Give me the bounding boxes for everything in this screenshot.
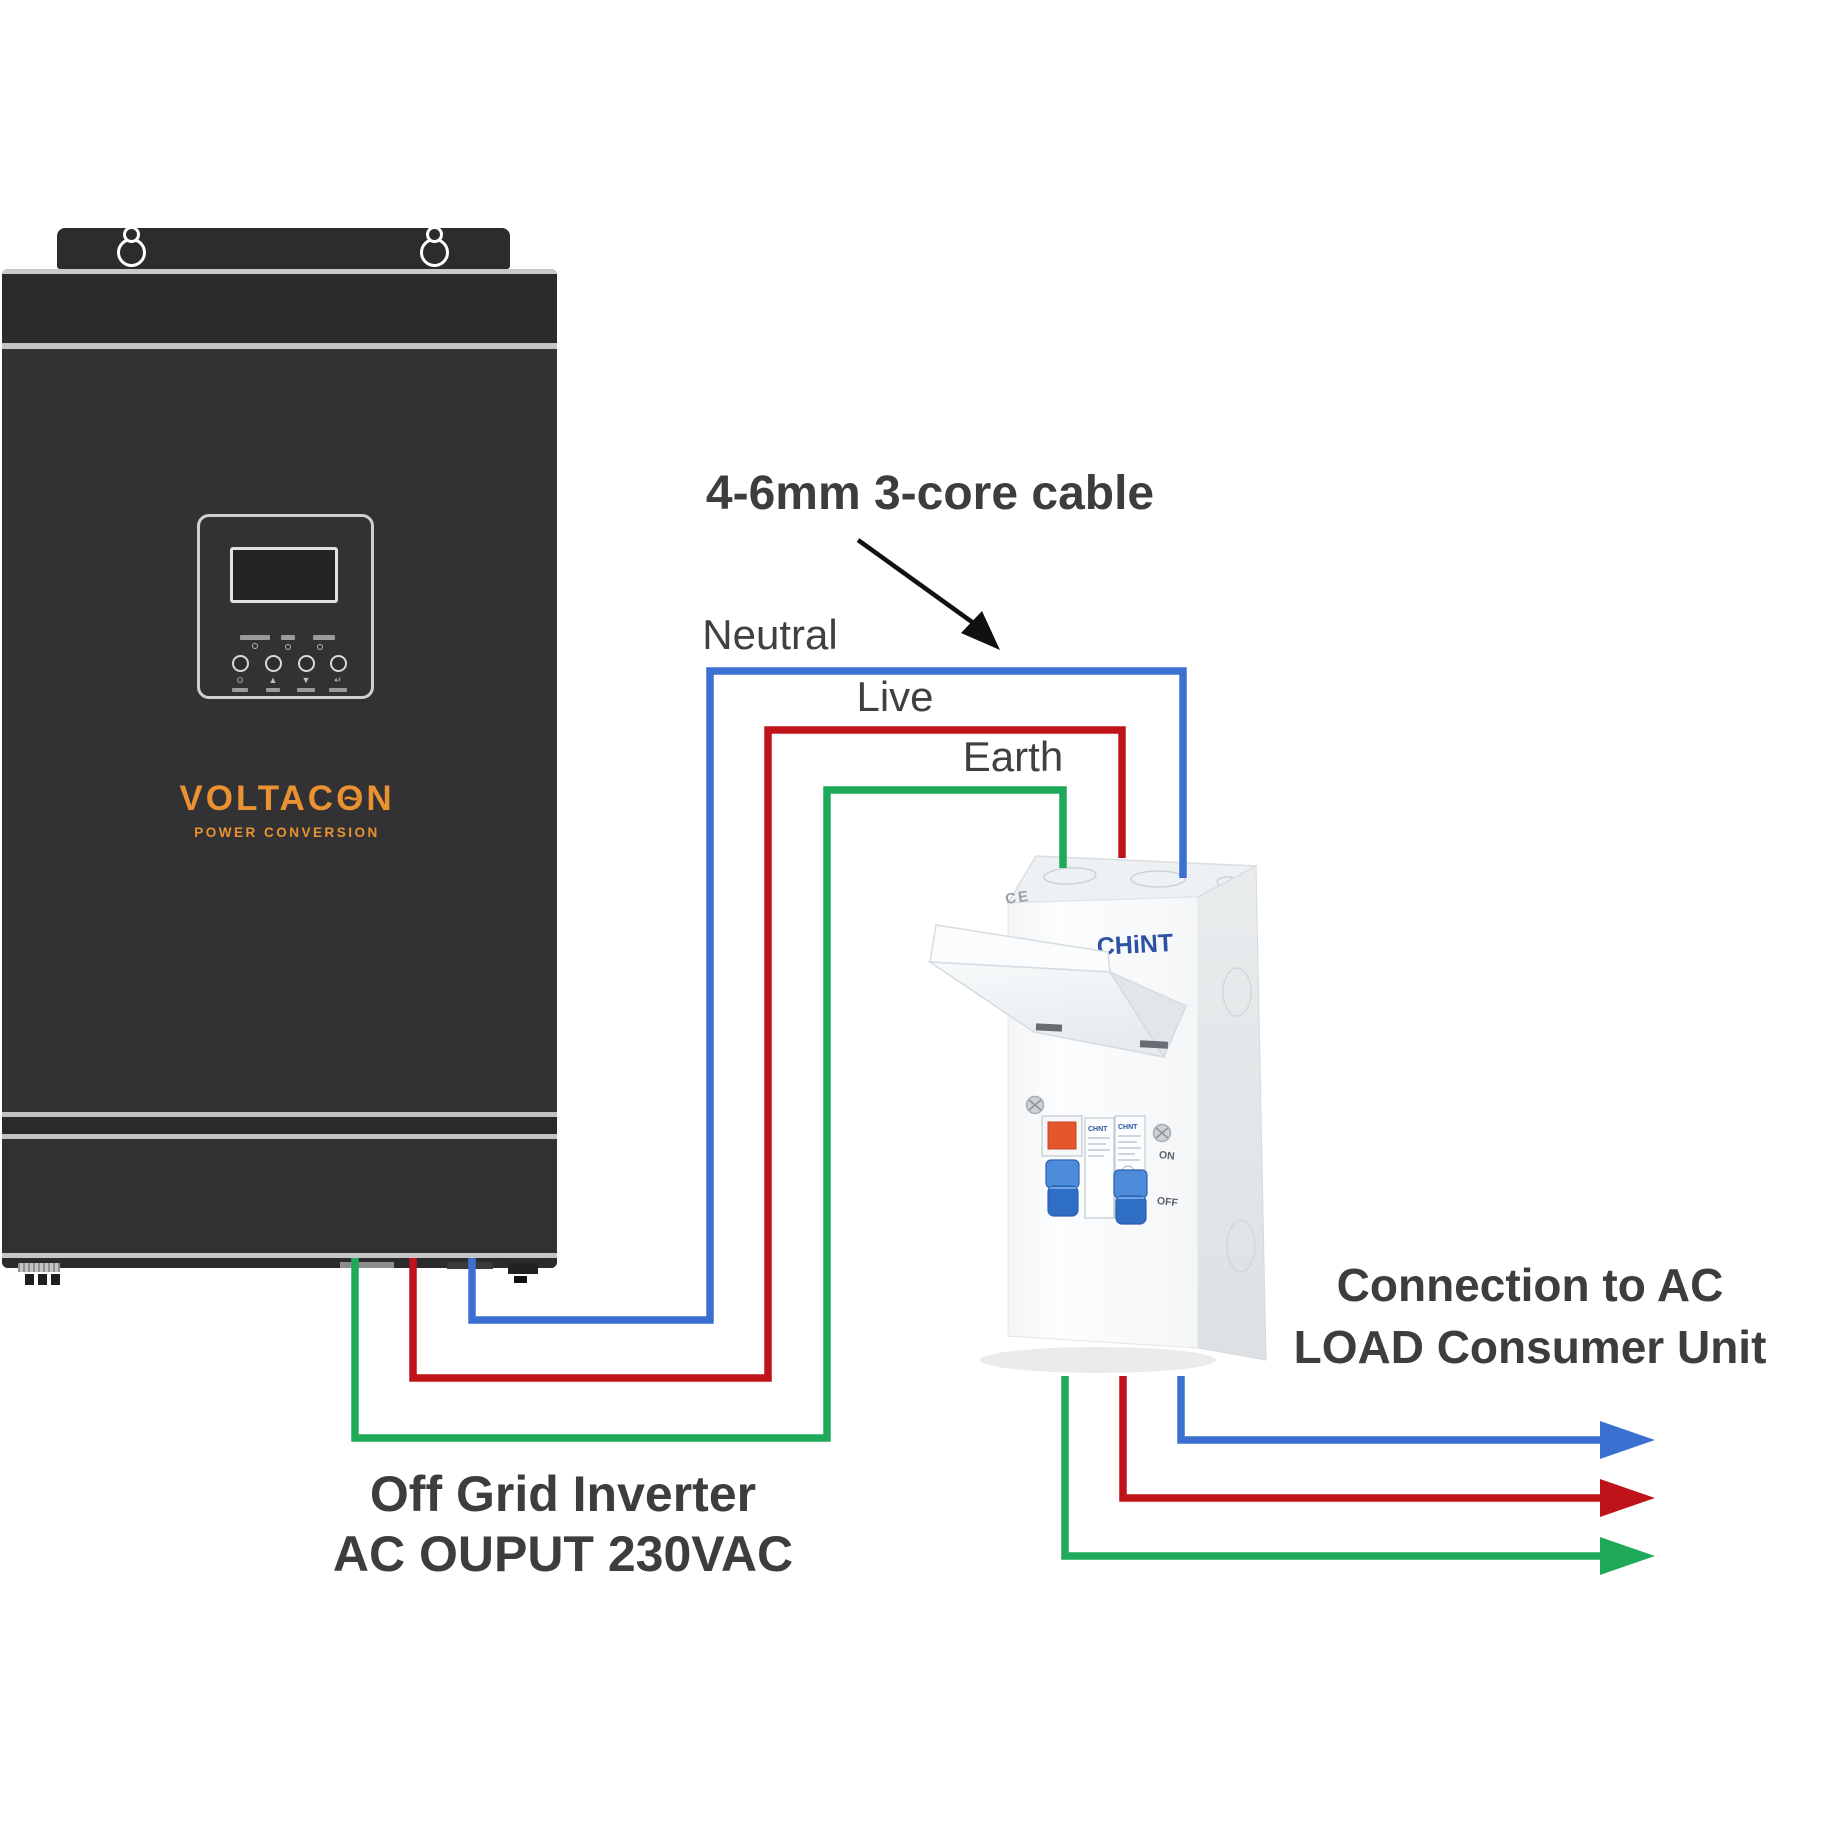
breaker-label-plate (1084, 1117, 1115, 1219)
logo-tilde: ~ (343, 782, 359, 813)
neutral-output-wire (1177, 1376, 1602, 1444)
neutral-arrowhead-icon (1600, 1421, 1655, 1459)
divider (2, 1134, 557, 1139)
cable-label: 4-6mm 3-core cable (705, 467, 1155, 520)
button-label (297, 688, 315, 692)
earth-arrowhead-icon (1600, 1537, 1655, 1575)
inverter-caption-line2: AC OUPUT 230VAC (332, 1526, 794, 1582)
button-label (329, 688, 347, 692)
control-panel: ⊙ ▲ ▼ ↵ (197, 514, 374, 699)
terminal-tab (25, 1274, 34, 1285)
divider (2, 1253, 557, 1258)
screw-icon (1025, 1095, 1045, 1115)
knockout (1130, 870, 1186, 888)
keyhole-neck-icon (123, 226, 140, 243)
status-led (285, 644, 291, 650)
led-label (313, 635, 335, 640)
up-arrow-icon: ▲ (268, 675, 278, 685)
lid-fold (1108, 970, 1187, 1059)
status-led (252, 643, 258, 649)
terminal-strip (2, 1258, 557, 1268)
off-grid-inverter: ⊙ ▲ ▼ ↵ VOLTACO~N POWER CONVERSION (2, 226, 557, 1293)
terminal-tab (51, 1274, 60, 1285)
breaker-brand: CHNT (1088, 1126, 1108, 1133)
divider (2, 1112, 557, 1117)
breaker-stub (514, 1276, 527, 1283)
divider (2, 269, 557, 274)
annotation-arrowhead-icon (961, 611, 1000, 650)
knockout (1043, 867, 1097, 885)
annotation-arrow-line (856, 538, 974, 624)
breaker-brand: CHNT (1118, 1124, 1138, 1131)
side-knockout (1226, 1219, 1256, 1273)
fine-print-lines (1088, 1135, 1141, 1161)
terminal-block (340, 1262, 394, 1268)
voltacon-logo: VOLTACO~N (179, 779, 395, 818)
top-cap (2, 274, 557, 343)
mcb-toggle (1113, 1169, 1148, 1225)
test-button (1047, 1121, 1077, 1150)
earth-label: Earth (962, 733, 1064, 780)
power-button (232, 655, 249, 672)
live-arrowhead-icon (1600, 1479, 1655, 1517)
hinge-slot (1139, 1040, 1169, 1049)
ce-mark: CE (1004, 888, 1031, 908)
keyhole-neck-icon (426, 226, 443, 243)
button-label (232, 688, 248, 692)
comm-port (18, 1263, 60, 1272)
earth-output-wire (1061, 1376, 1602, 1560)
breaker-stub (508, 1263, 538, 1274)
button-label (266, 688, 280, 692)
terminal-tab (38, 1274, 47, 1285)
live-label: Live (856, 673, 934, 720)
lcd-display (230, 547, 338, 603)
hinge-slot (1035, 1023, 1063, 1032)
inverter-caption: Off Grid Inverter AC OUPUT 230VAC (280, 1464, 846, 1584)
screw-icon (1152, 1123, 1172, 1143)
voltacon-subtitle: POWER CONVERSION (194, 825, 380, 840)
down-button (298, 655, 315, 672)
mounting-bracket (57, 226, 510, 269)
rcd-toggle (1045, 1159, 1080, 1217)
chint-consumer-unit: CE CHiNT CHNT (927, 855, 1267, 1361)
live-output-wire (1119, 1376, 1602, 1502)
divider (2, 343, 557, 349)
inverter-caption-line1: Off Grid Inverter (369, 1466, 757, 1522)
enter-button (330, 655, 347, 672)
enter-icon: ↵ (334, 675, 342, 685)
neutral-label: Neutral (702, 611, 838, 658)
output-caption-line1: Connection to AC (1336, 1259, 1724, 1311)
off-label: OFF (1156, 1195, 1179, 1209)
lower-band (2, 1117, 557, 1134)
earth-wire (351, 786, 1067, 1442)
box-side-face (1197, 865, 1267, 1361)
live-wire (409, 726, 1126, 1382)
led-label (240, 635, 270, 640)
power-icon: ⊙ (236, 675, 244, 685)
bottom-section (2, 1139, 557, 1253)
down-arrow-icon: ▼ (301, 675, 311, 685)
output-caption-line2: LOAD Consumer Unit (1293, 1321, 1767, 1373)
box-shadow (980, 1347, 1216, 1373)
side-knockout (1222, 967, 1252, 1017)
neutral-wire (468, 667, 1187, 1324)
on-label: ON (1158, 1149, 1175, 1163)
status-led (317, 644, 323, 650)
up-button (265, 655, 282, 672)
inverter-body: ⊙ ▲ ▼ ↵ VOLTACO~N POWER CONVERSION (2, 269, 557, 1268)
led-label (281, 635, 295, 640)
output-caption: Connection to AC LOAD Consumer Unit (1260, 1254, 1800, 1378)
